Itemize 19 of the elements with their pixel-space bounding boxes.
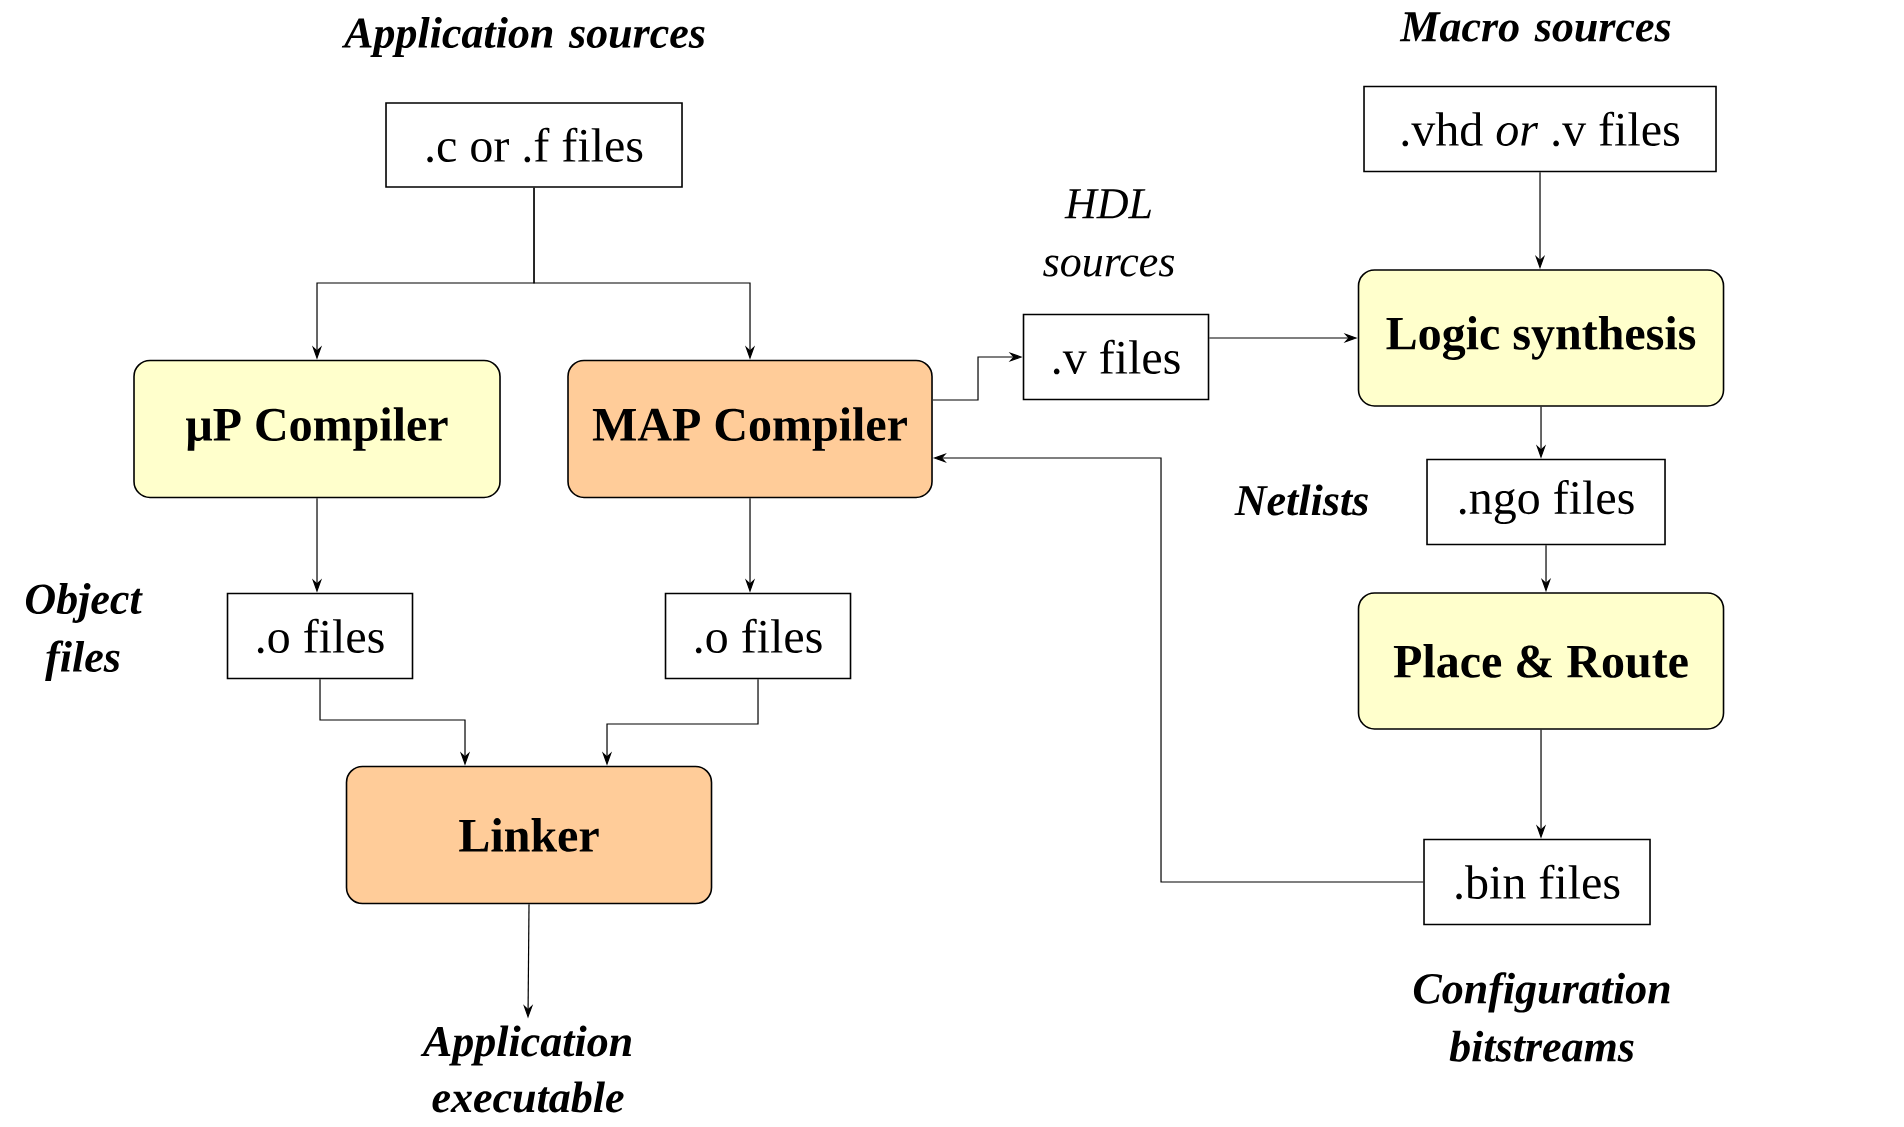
caption-text: Application executable [420,1025,632,1113]
caption: Object files [25,583,143,681]
file-box: .c or .f files [385,102,683,188]
process-box: Logic synthesis [1357,269,1725,407]
node-label: Macro sources [1399,12,1671,42]
file-box: .bin files [1423,838,1651,926]
process-box: MAP Compiler [567,359,933,499]
process-box: Linker [345,765,713,905]
process-box: μP Compiler [133,359,501,499]
file-box: .o files [226,592,414,680]
file-box: .o files [664,592,852,680]
file-box: .ngo files [1426,458,1666,546]
node-label: Netlists [1234,484,1368,516]
node-label: Configuration bitstreams [1413,972,1670,1062]
file-box: .v files [1022,313,1210,401]
node-label: HDL sources [1043,189,1175,277]
file-box: .vhd or .v files [1363,85,1717,173]
node-label: Application sources [341,17,705,57]
process-box: Place & Route [1357,592,1725,730]
